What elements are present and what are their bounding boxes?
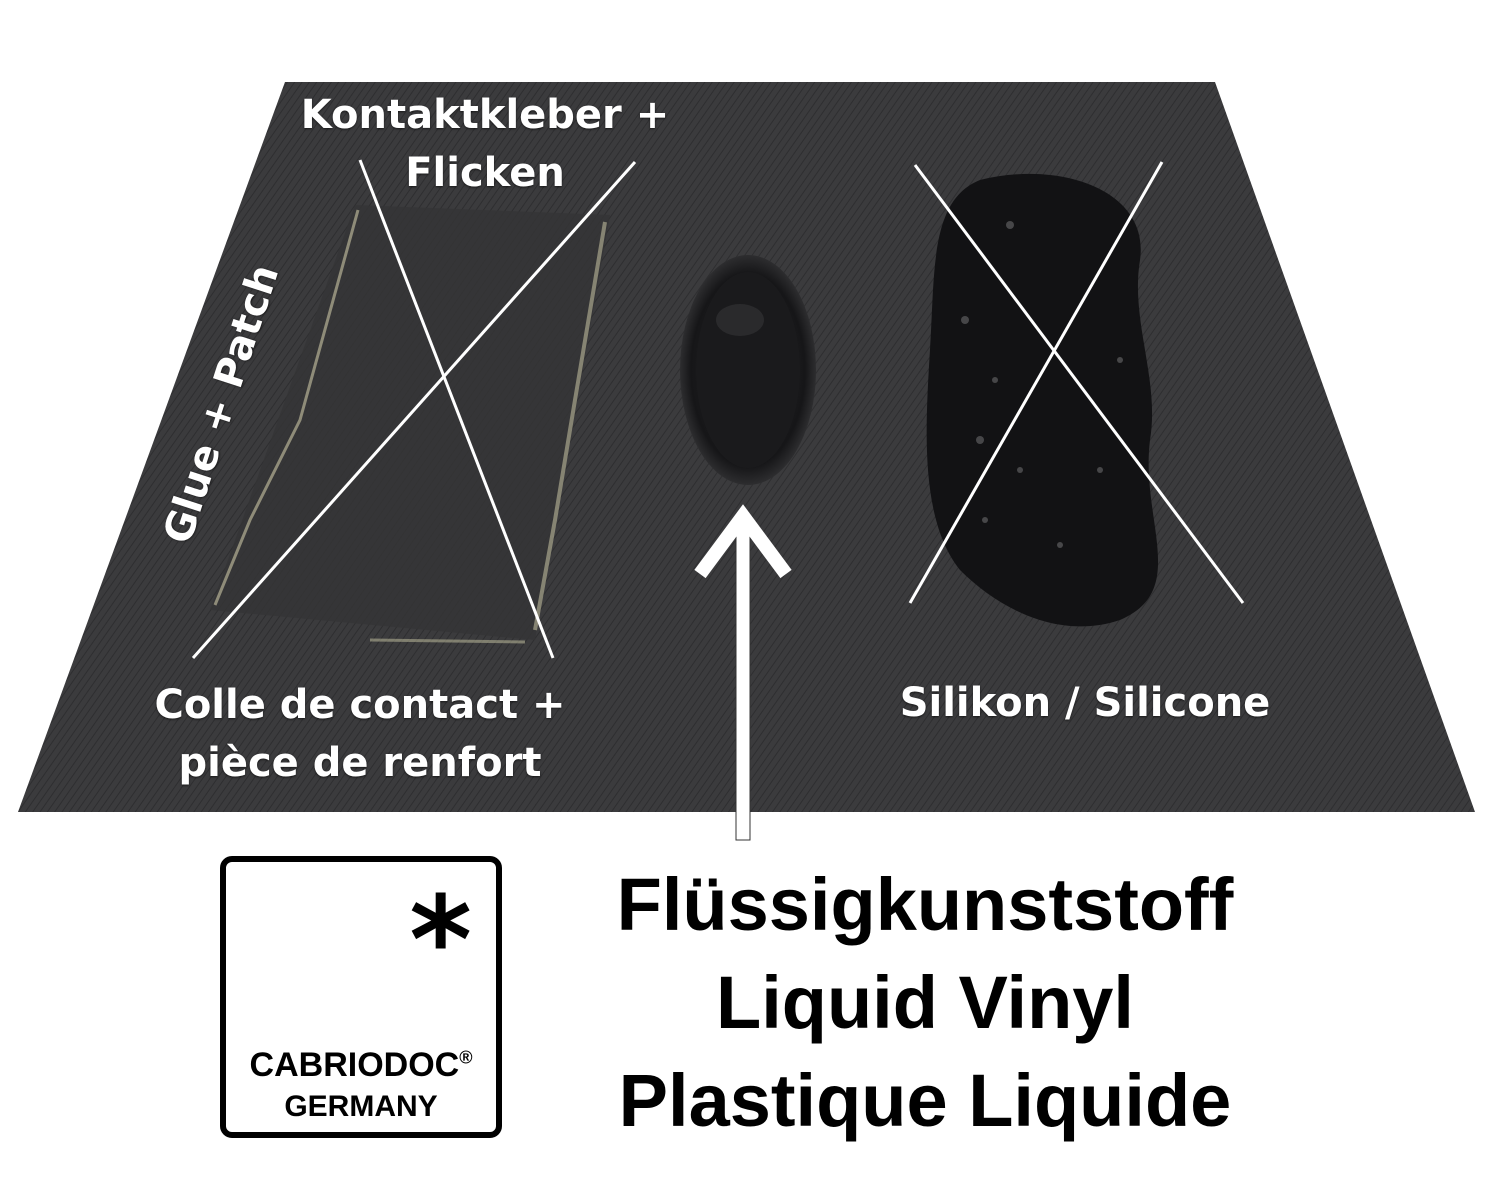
x-mark-icon — [191, 159, 637, 659]
arrow-up-icon — [694, 504, 792, 841]
label-line: Colle de contact + — [154, 682, 566, 728]
patch-area — [210, 205, 610, 640]
silicone-bubbles — [961, 221, 1123, 548]
logo-brand: CABRIODOC® — [226, 1046, 496, 1085]
label-line: pièce de renfort — [178, 740, 542, 786]
label-line: Kontaktkleber + — [300, 92, 670, 138]
label-contact-glue-fr: Colle de contact + pièce de renfort — [150, 676, 570, 792]
label-line: Flicken — [405, 150, 565, 196]
x-mark-icon — [908, 161, 1245, 604]
product-name-de: Flüssigkunststoff — [616, 863, 1234, 946]
product-title: Flüssigkunststoff Liquid Vinyl Plastique… — [560, 856, 1290, 1150]
silicone-blob — [926, 173, 1159, 627]
logo-country: GERMANY — [284, 1090, 438, 1123]
registered-mark: ® — [459, 1047, 473, 1068]
product-name-en: Liquid Vinyl — [716, 961, 1134, 1044]
cabriodoc-logo: * CABRIODOC® GERMANY — [220, 856, 502, 1138]
glue-residue-bottom — [369, 638, 526, 644]
product-name-fr: Plastique Liquide — [618, 1059, 1232, 1142]
glue-residue — [213, 209, 360, 606]
glue-residue-right — [533, 221, 607, 631]
asterisk-icon: * — [409, 872, 472, 1011]
logo-brand-text: CABRIODOC — [249, 1046, 460, 1084]
label-contact-glue-de: Kontaktkleber + Flicken — [290, 86, 680, 202]
label-silicone: Silikon / Silicone — [899, 680, 1271, 726]
